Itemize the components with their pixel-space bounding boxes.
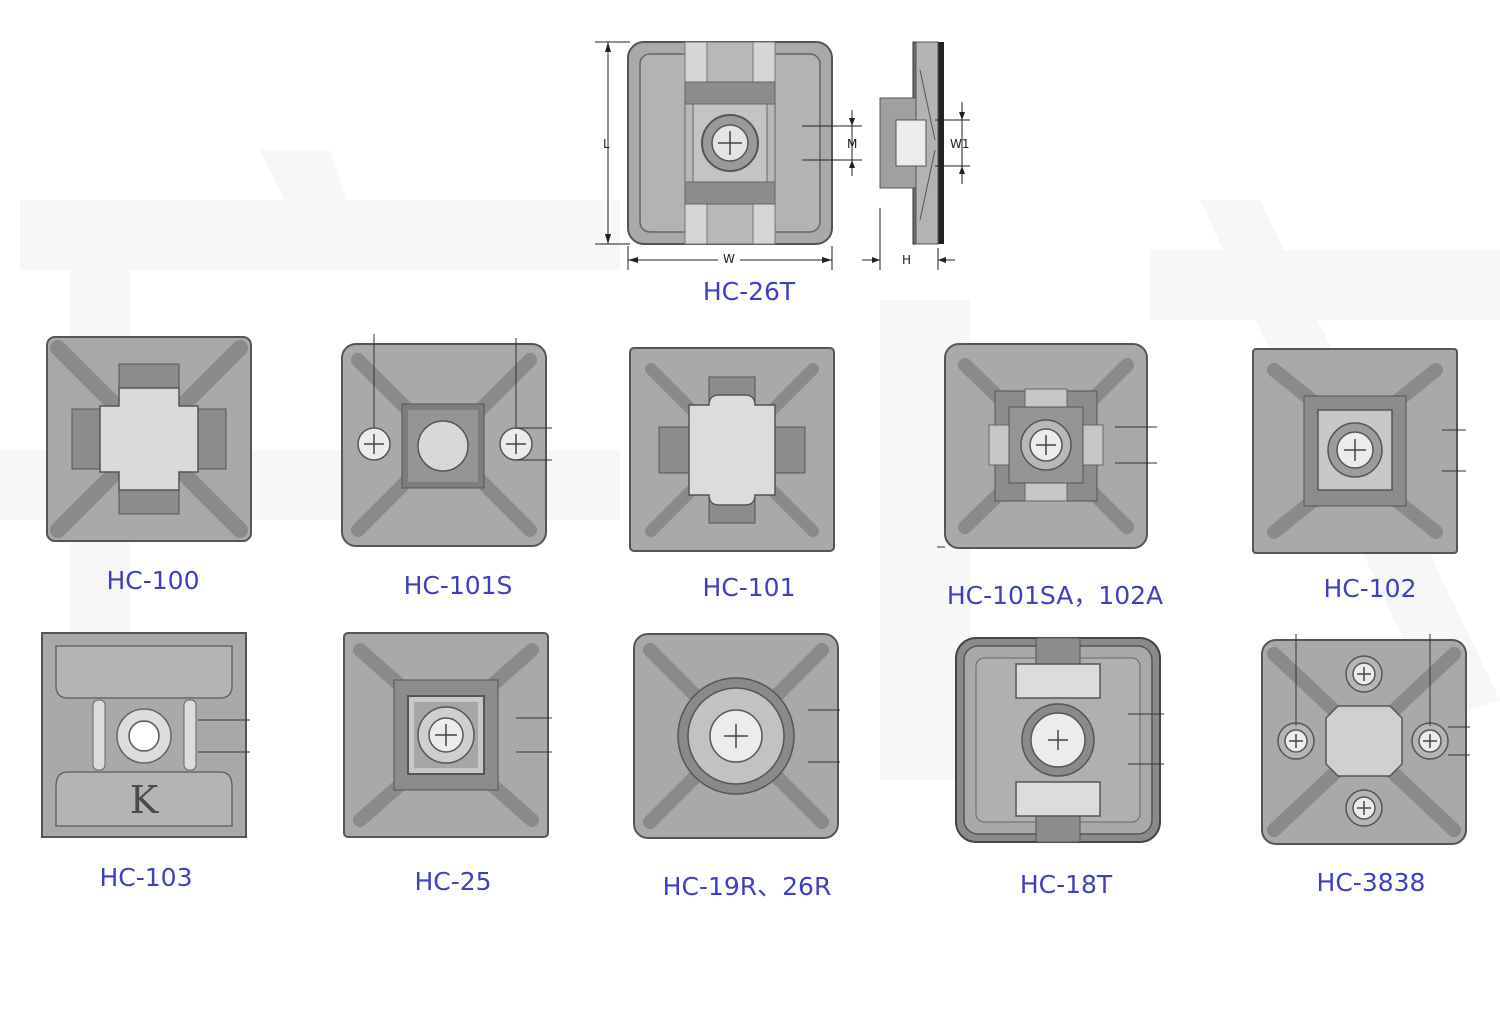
hc-18t-drawing [952, 636, 1167, 846]
hc-103-drawing: K [38, 632, 253, 842]
label-hc-101sa-102a: HC-101SA，102A [946, 581, 1164, 610]
label-hc-18t: HC-18T [1019, 870, 1113, 899]
dim-h-label: H [902, 253, 911, 267]
hc-101s-drawing [340, 334, 555, 549]
hc-19r-26r-drawing [632, 632, 847, 842]
hc-3838-drawing [1258, 634, 1473, 849]
dim-m-label: M [847, 137, 857, 151]
hc-25-drawing [340, 632, 555, 842]
dim-w-label: W [723, 252, 735, 266]
label-hc-102: HC-102 [1323, 574, 1417, 603]
label-hc-103: HC-103 [99, 863, 193, 892]
hc-101sa-102a-drawing [935, 343, 1160, 555]
hc-102-drawing [1252, 348, 1467, 556]
label-hc-25: HC-25 [414, 867, 492, 896]
label-hc-100: HC-100 [106, 566, 200, 595]
label-hc-101: HC-101 [702, 573, 796, 602]
label-hc-3838: HC-3838 [1316, 868, 1426, 897]
hc-101-drawing [629, 347, 835, 553]
hc-103-mark: K [130, 778, 159, 822]
dim-l-label: L [603, 137, 610, 151]
dim-w1-label: W1 [950, 137, 970, 151]
label-hc-101s: HC-101S [403, 571, 513, 600]
label-hc-26t: HC-26T [702, 277, 796, 306]
hc-100-drawing [46, 336, 252, 542]
hc-26t-drawing: L M W W1 H [590, 30, 970, 275]
label-hc-19r-26r: HC-19R、26R [662, 872, 832, 901]
